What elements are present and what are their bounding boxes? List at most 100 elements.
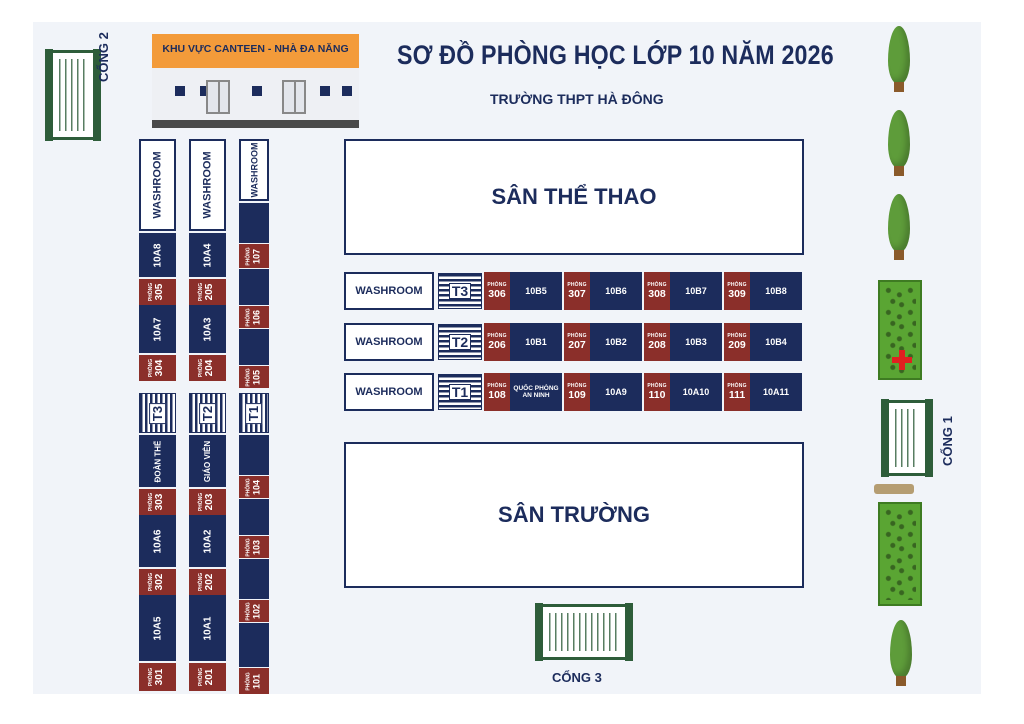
washroom: WASHROOM [344,272,434,310]
washroom: WASHROOM [139,139,176,231]
garden-planter-icon [878,280,922,380]
schoolyard: SÂN TRƯỜNG [344,442,804,588]
classroom: 10B7 [670,272,722,310]
classroom: 10B8 [750,272,802,310]
room-number-value: 109 [568,388,586,401]
classroom: 10A4 [189,233,226,277]
room-number-value: 304 [154,359,166,377]
room-number-value: 105 [251,369,262,385]
classroom: 10A9 [590,373,642,411]
room-number-value: 201 [204,668,216,686]
room-number-value: 301 [154,668,166,686]
classroom-label: GIÁO VIÊN [203,440,212,482]
staircase-label: T3 [148,402,166,424]
classroom-label: 10A7 [152,317,163,341]
classroom-label: 10A3 [202,317,213,341]
washroom: WASHROOM [239,139,269,201]
room-number-value: 302 [154,573,166,591]
window-icon [200,86,210,96]
map-title: SƠ ĐỒ PHÒNG HỌC LỚP 10 NĂM 2026 [397,40,834,70]
sports-field: SÂN THỂ THAO [344,139,804,255]
room-number-value: 111 [728,388,746,401]
washroom-label: WASHROOM [151,151,164,219]
classroom: 10A11 [750,373,802,411]
washroom: WASHROOM [344,323,434,361]
room-prefix: PHÒNG [647,382,667,389]
classroom: 10B4 [750,323,802,361]
room-number-value: 207 [568,338,586,351]
office-room [239,203,269,243]
classroom: 10A7 [139,305,176,353]
classroom: 10A8 [139,233,176,277]
classroom-label: 10A5 [152,616,163,640]
gate-1-icon [881,399,933,477]
office-room [239,435,269,475]
room-number-value: 306 [488,287,506,300]
gate-2-icon [45,49,101,141]
room-number-value: 104 [251,479,262,495]
gate-3-icon [535,603,633,661]
room-prefix: PHÒNG [727,332,747,339]
tree-icon [888,194,910,264]
classroom: 10B3 [670,323,722,361]
staircase-icon: T1 [239,393,269,433]
classroom-label: 10A6 [152,529,163,553]
room-number-value: 307 [568,287,586,300]
classroom-label: 10A1 [202,616,213,640]
classroom: ĐOÀN THỂ [139,435,176,487]
room-prefix: PHÒNG [487,281,507,288]
staircase-label: T1 [245,402,263,424]
classroom: 10A10 [670,373,722,411]
canteen-base [152,120,359,128]
classroom: 10A2 [189,515,226,567]
garden-planter-icon [878,502,922,606]
classroom: 10B6 [590,272,642,310]
classroom: 10A5 [139,595,176,661]
room-prefix: PHÒNG [487,382,507,389]
tree-icon [888,110,910,180]
gate-3-label: CỔNG 3 [552,670,602,685]
gate-1-label: CỔNG 1 [940,416,955,466]
classroom: QUỐC PHÒNG AN NINH [510,373,562,411]
room-number-value: 206 [488,338,506,351]
room-prefix: PHÒNG [567,332,587,339]
staircase-icon: T2 [438,324,482,360]
room-prefix: PHÒNG [727,382,747,389]
washroom: WASHROOM [344,373,434,411]
classroom-label: ĐOÀN THỂ [153,440,162,482]
staircase-label: T2 [448,334,472,350]
canteen-label: KHU VỰC CANTEEN - NHÀ ĐA NĂNG [162,43,349,55]
window-icon [175,86,185,96]
tree-icon [890,620,912,690]
washroom-label: WASHROOM [201,151,214,219]
classroom: 10B1 [510,323,562,361]
classroom-label: 10A4 [202,243,213,267]
statue-icon [874,484,914,494]
medical-cross-icon [892,350,912,370]
room-number-value: 205 [204,283,216,301]
staircase-label: T1 [448,384,472,400]
room-number-value: 204 [204,359,216,377]
washroom-label: WASHROOM [249,142,259,198]
room-number-value: 305 [154,283,166,301]
room-number-value: 208 [648,338,666,351]
